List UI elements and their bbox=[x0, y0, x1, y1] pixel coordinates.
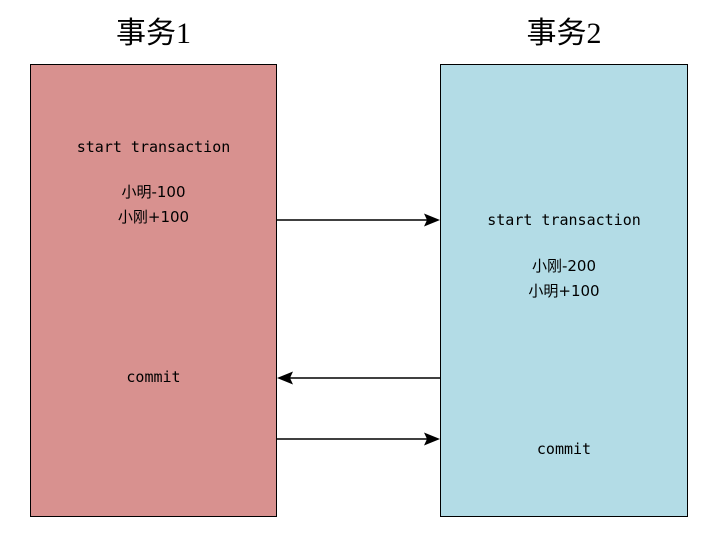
transaction1-start-statement: start transaction bbox=[76, 138, 231, 156]
transaction1-operation-line-2: 小刚+100 bbox=[117, 208, 190, 226]
transaction2-operations: 小刚-200 小明+100 bbox=[440, 254, 688, 304]
transaction2-box bbox=[440, 64, 688, 517]
transaction1-box bbox=[30, 64, 277, 517]
transaction1-title: 事务1 bbox=[116, 17, 191, 50]
transaction1-operation-line-1: 小明-100 bbox=[121, 183, 186, 201]
arrow-tx1-to-tx2-bottom bbox=[277, 432, 440, 446]
arrow-top-head bbox=[424, 213, 440, 227]
transaction2-operation-line-1: 小刚-200 bbox=[531, 257, 597, 275]
transaction2-start-statement: start transaction bbox=[487, 211, 641, 229]
arrow-bottom-head bbox=[424, 432, 440, 446]
transaction2-commit-statement: commit bbox=[536, 440, 592, 458]
arrow-middle-head bbox=[277, 371, 293, 385]
arrow-tx1-to-tx2-top bbox=[277, 213, 440, 227]
transaction2-title: 事务2 bbox=[526, 17, 602, 50]
transaction2-operation-line-2: 小明+100 bbox=[528, 282, 600, 300]
transaction1-operations: 小明-100 小刚+100 bbox=[30, 180, 277, 230]
transaction1-commit-statement: commit bbox=[126, 368, 181, 386]
arrow-tx2-to-tx1-middle bbox=[277, 371, 440, 385]
